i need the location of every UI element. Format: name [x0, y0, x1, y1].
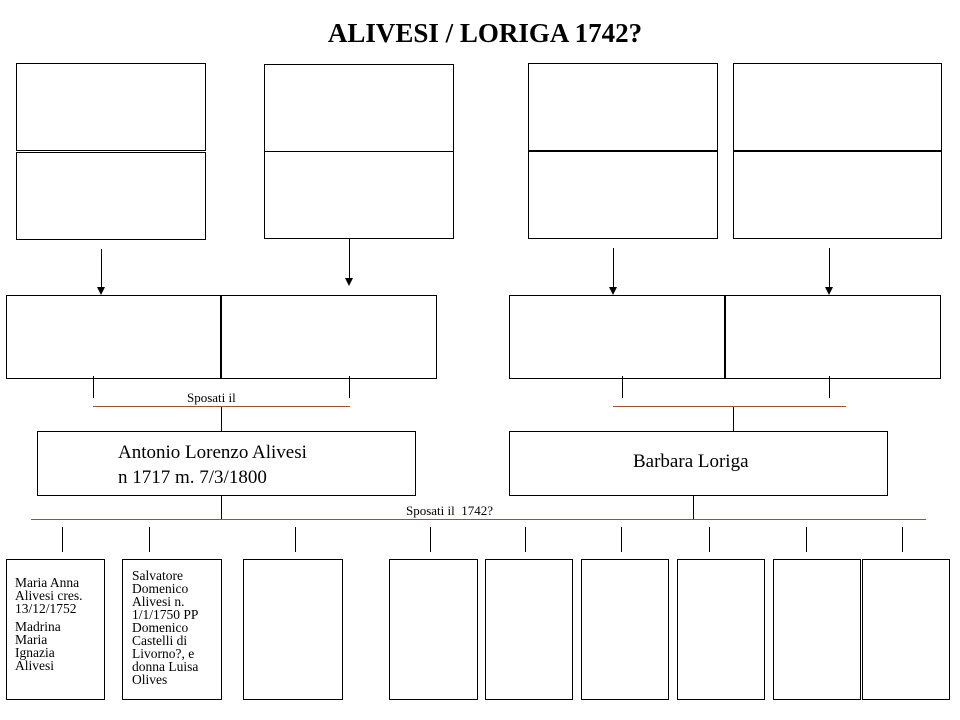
connector-line: [295, 527, 296, 552]
child-box-7[interactable]: [677, 559, 765, 700]
connector-line: [709, 527, 710, 552]
connector-line: [622, 376, 623, 398]
connector-line: [733, 407, 734, 432]
husband-name: Antonio Lorenzo Alivesi: [118, 442, 307, 463]
ancestor-box-1a[interactable]: [16, 63, 206, 151]
ancestor-box-3b[interactable]: [528, 150, 718, 239]
ancestor-box-2b[interactable]: [264, 151, 454, 239]
connector-line: [349, 376, 350, 398]
marriage-label: Sposati il: [187, 390, 236, 405]
ancestor-box-4a[interactable]: [733, 63, 942, 152]
ancestor-box-3a[interactable]: [528, 63, 718, 152]
child-box-2[interactable]: Salvatore Domenico Alivesi n. 1/1/1750 P…: [122, 559, 222, 700]
husband-box[interactable]: [37, 431, 416, 496]
wife-name: Barbara Loriga: [633, 451, 749, 472]
marriage-line: [93, 406, 350, 407]
husband-dates: n 1717 m. 7/3/1800: [118, 467, 267, 488]
wife-box[interactable]: [509, 431, 888, 496]
connector-line: [621, 527, 622, 552]
parent-box-3[interactable]: [509, 295, 726, 379]
arrow-down-icon: [345, 278, 353, 286]
marriage-line: [31, 519, 926, 520]
marriage-line: [613, 406, 846, 407]
connector-line: [349, 239, 350, 279]
connector-line: [93, 376, 94, 398]
child-box-4[interactable]: [389, 559, 478, 700]
child-box-1[interactable]: Maria Anna Alivesi cres. 13/12/1752 Madr…: [6, 559, 105, 700]
child-box-3[interactable]: [243, 559, 343, 700]
ancestor-box-2a[interactable]: [264, 64, 454, 152]
connector-line: [829, 376, 830, 398]
child-box-8[interactable]: [773, 559, 861, 700]
arrow-down-icon: [825, 287, 833, 295]
ancestor-box-1b[interactable]: [16, 152, 206, 240]
connector-line: [62, 527, 63, 552]
parent-box-1[interactable]: [6, 295, 222, 379]
parent-box-2[interactable]: [221, 295, 437, 379]
ancestor-box-4b[interactable]: [733, 150, 942, 239]
child-box-5[interactable]: [485, 559, 573, 700]
connector-line: [902, 527, 903, 552]
child-box-9[interactable]: [862, 559, 950, 700]
connector-line: [221, 495, 222, 519]
arrow-down-icon: [609, 287, 617, 295]
connector-line: [149, 527, 150, 552]
connector-line: [613, 248, 614, 288]
connector-line: [430, 527, 431, 552]
connector-line: [829, 248, 830, 288]
child-text: Salvatore Domenico Alivesi n. 1/1/1750 P…: [132, 568, 199, 687]
connector-line: [101, 249, 102, 288]
connector-line: [221, 407, 222, 432]
child-box-6[interactable]: [581, 559, 669, 700]
marriage-label: Sposati il 1742?: [406, 503, 494, 518]
child-text: Maria Anna Alivesi cres. 13/12/1752 Madr…: [15, 575, 83, 673]
connector-line: [693, 495, 694, 519]
arrow-down-icon: [97, 287, 105, 295]
parent-box-4[interactable]: [725, 295, 941, 379]
connector-line: [525, 527, 526, 552]
page-title: ALIVESI / LORIGA 1742?: [327, 18, 643, 48]
connector-line: [806, 527, 807, 552]
